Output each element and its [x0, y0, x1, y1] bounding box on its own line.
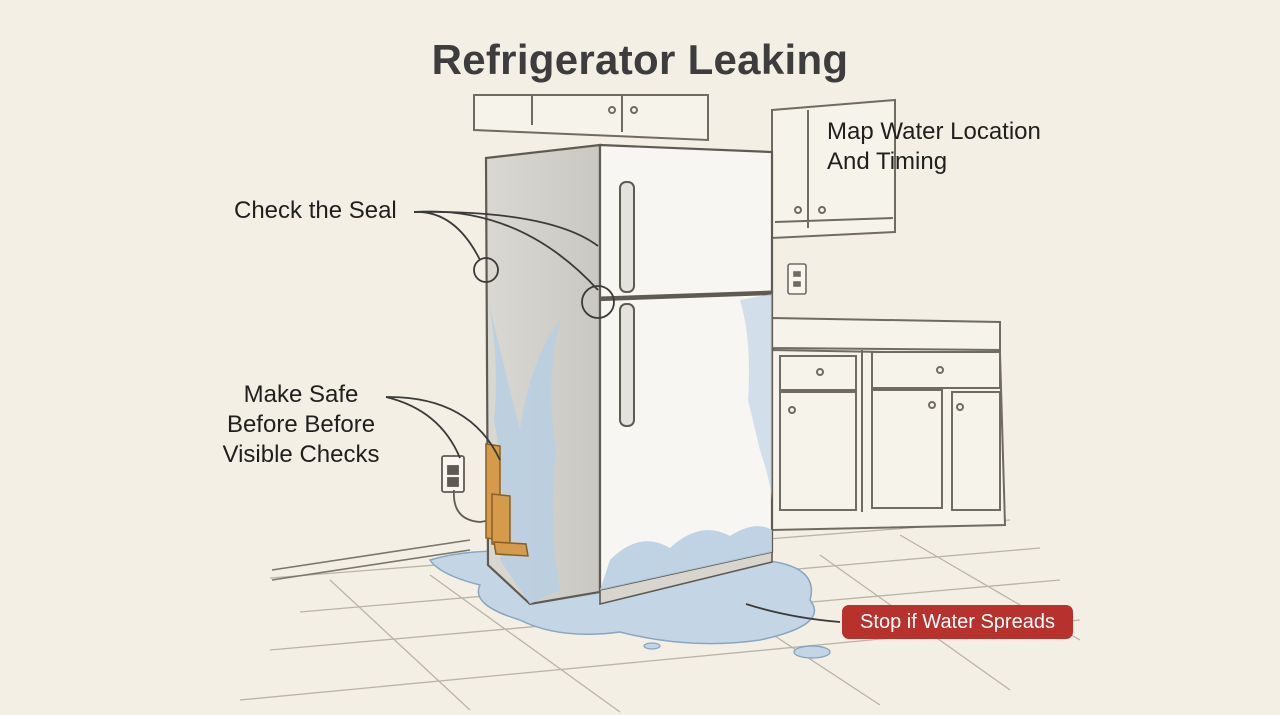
callout-map-water-line-1: Map Water Location — [827, 118, 1041, 145]
page-title: Refrigerator Leaking — [431, 36, 849, 83]
water-drop — [643, 642, 661, 650]
callout-make-safe-line-3: Visible Checks — [222, 441, 380, 468]
baseboard — [271, 539, 471, 581]
water-drop — [793, 645, 831, 659]
power-plug-icon — [441, 455, 493, 523]
stop-water-badge: Stop if Water Spreads — [842, 605, 1073, 639]
callout-make-safe-line-1: Make Safe — [243, 381, 359, 408]
wall-outlet-icon — [787, 263, 807, 295]
callout-map-water-line-2: And Timing — [827, 148, 948, 175]
upper-cabinets — [473, 94, 896, 240]
callout-check-seal: Check the Seal — [234, 196, 397, 226]
wooden-board — [485, 443, 529, 557]
callout-make-safe: Make Safe Before Before Visible Checks — [214, 380, 388, 470]
callout-lines — [385, 210, 841, 623]
refrigerator-icon — [484, 143, 774, 606]
lower-cabinets — [771, 316, 1007, 532]
callout-check-seal-text: Check the Seal — [234, 197, 397, 224]
callout-make-safe-line-2: Before Before — [226, 411, 376, 438]
callout-map-water: Map Water Location And Timing — [827, 117, 1041, 177]
